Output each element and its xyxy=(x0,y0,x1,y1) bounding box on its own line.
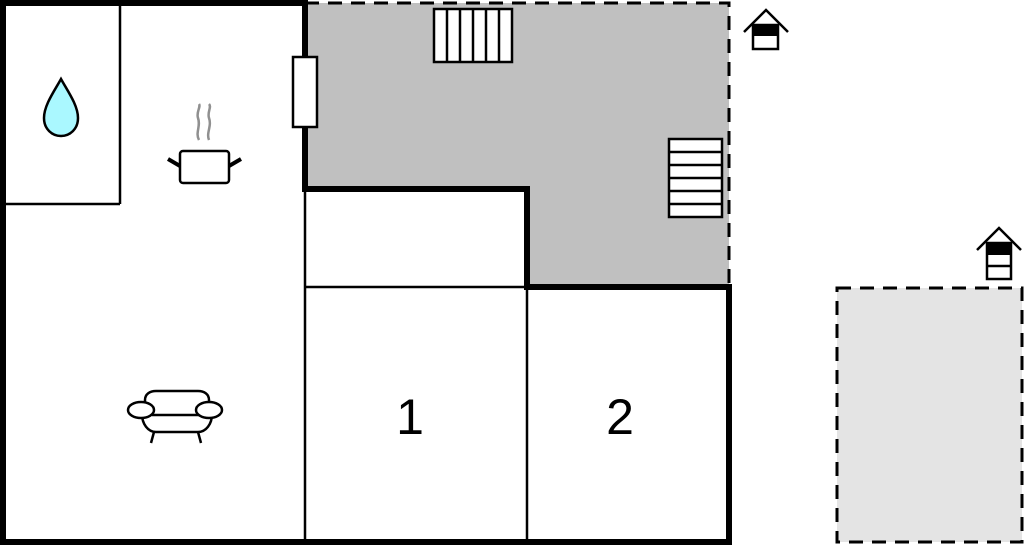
window xyxy=(291,55,319,129)
house-floor-icon xyxy=(976,226,1022,281)
stairs-icon xyxy=(432,7,514,64)
house-floor-icon xyxy=(743,8,789,51)
stairs-icon xyxy=(667,137,724,219)
room-label-bedroom-2: 2 xyxy=(606,389,634,445)
inner-walls xyxy=(3,3,529,542)
water-drop-icon xyxy=(42,76,80,138)
cooking-pot-icon xyxy=(166,103,243,185)
room-label-bedroom-1: 1 xyxy=(396,389,424,445)
sofa-icon xyxy=(126,389,224,444)
outdoor-area xyxy=(835,286,1024,544)
terrace-area xyxy=(305,3,729,287)
outer-walls xyxy=(0,0,732,545)
terrace-dashed-border xyxy=(305,1,731,287)
